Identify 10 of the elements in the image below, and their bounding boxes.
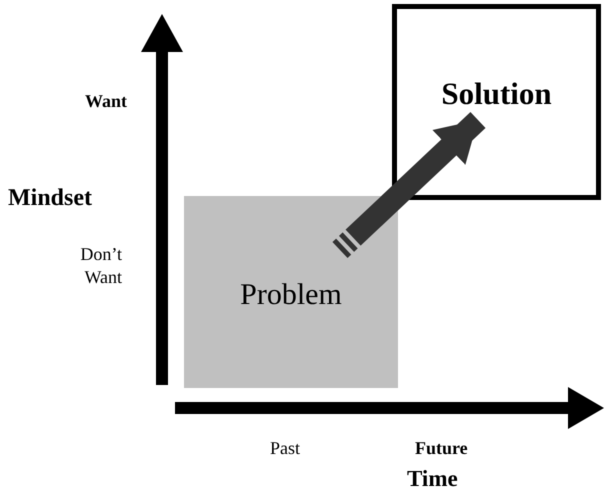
arrow [346,112,486,246]
problem-box [184,196,398,388]
axis-level-label: Future [415,437,469,460]
solution-label: Solution [441,76,552,112]
problem-label: Problem [240,278,342,312]
axis-title: Time [407,465,459,493]
solution-box [392,4,601,200]
axis-level-label: Past [270,437,302,460]
axis-title: Mindset [8,184,93,213]
axis-level-label: Don’t Want [79,243,122,288]
